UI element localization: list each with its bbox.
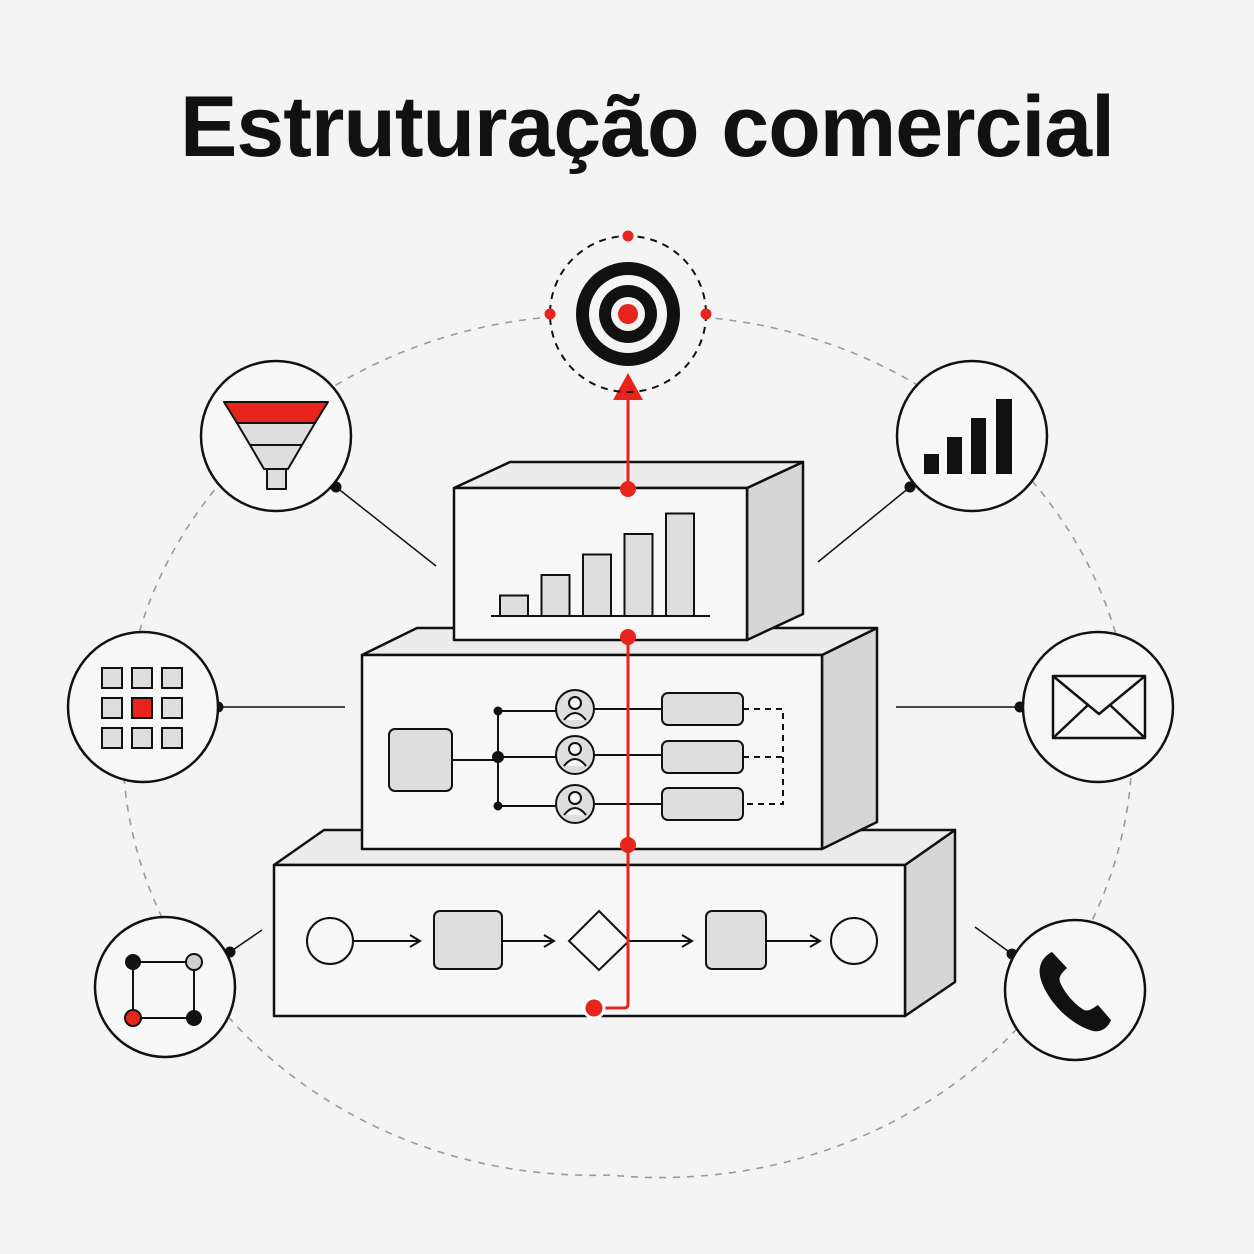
grid-cell xyxy=(131,667,153,689)
bar-chart-bar xyxy=(623,533,654,617)
target-icon xyxy=(544,230,712,393)
grid-cell xyxy=(101,727,123,749)
grid-icon xyxy=(101,667,183,749)
grid-cell xyxy=(101,667,123,689)
satellite-funnel xyxy=(199,359,353,513)
bar-chart xyxy=(491,512,710,617)
signal-bars-icon xyxy=(924,399,1012,474)
flow-end-circle xyxy=(830,917,878,965)
process-flow xyxy=(306,909,878,972)
satellite-phone xyxy=(1003,918,1147,1062)
arrow-up-icon xyxy=(613,373,643,400)
user-icon xyxy=(555,735,595,775)
user-icon xyxy=(555,784,595,824)
satellite-signal xyxy=(895,359,1049,513)
grid-cell xyxy=(131,697,153,719)
grid-cell xyxy=(161,667,183,689)
phone-icon xyxy=(1039,952,1111,1032)
flow-decision-diamond xyxy=(567,909,631,972)
bar-chart-bar xyxy=(665,512,695,617)
bar-chart-bar xyxy=(499,594,529,617)
flow-task-box xyxy=(433,910,503,970)
nodes-square-icon xyxy=(124,953,203,1027)
grid-cell xyxy=(161,727,183,749)
bar-chart-bar xyxy=(582,553,612,617)
flow-start-circle xyxy=(306,917,354,965)
satellite-email xyxy=(1021,630,1175,784)
funnel-icon xyxy=(223,401,329,490)
orbit xyxy=(121,317,1133,1179)
routing-target-box xyxy=(661,787,744,821)
grid-cell xyxy=(131,727,153,749)
grid-cell xyxy=(101,697,123,719)
routing-source-box xyxy=(388,728,453,792)
user-icon xyxy=(555,689,595,729)
red-spine xyxy=(582,373,643,1020)
flow-task-box xyxy=(705,910,767,970)
routing-target-box xyxy=(661,740,744,774)
satellite-nodes xyxy=(93,915,237,1059)
satellite-grid xyxy=(66,630,220,784)
connector-lines xyxy=(218,486,1020,955)
bar-chart-bar xyxy=(540,574,571,617)
page-title: Estruturação comercial xyxy=(180,79,1115,175)
envelope-icon xyxy=(1051,674,1147,740)
grid-cell xyxy=(161,697,183,719)
team-routing xyxy=(388,689,784,824)
routing-target-box xyxy=(661,692,744,726)
